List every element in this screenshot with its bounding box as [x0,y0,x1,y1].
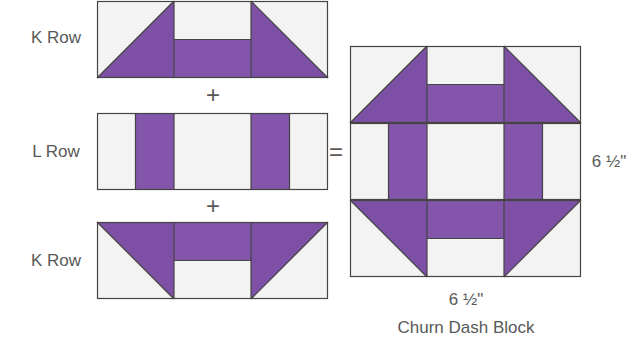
l-row-piece [350,123,581,200]
plus-sign: + [206,192,220,221]
churn-dash-block [350,46,581,277]
equals-sign: = [329,138,343,167]
dimension-label: 6 ½" [592,152,626,172]
row-label: L Row [32,142,80,162]
block-caption: Churn Dash Block [397,318,534,338]
l-row-piece [97,113,328,190]
dimension-label: 6 ½" [449,290,483,310]
k-row-piece [97,222,328,299]
k-row-piece [350,46,581,123]
row-label: K Row [31,28,81,48]
row-label: K Row [31,251,81,271]
plus-sign: + [206,81,220,110]
k-row-piece [350,200,581,277]
k-row-piece [97,1,328,78]
